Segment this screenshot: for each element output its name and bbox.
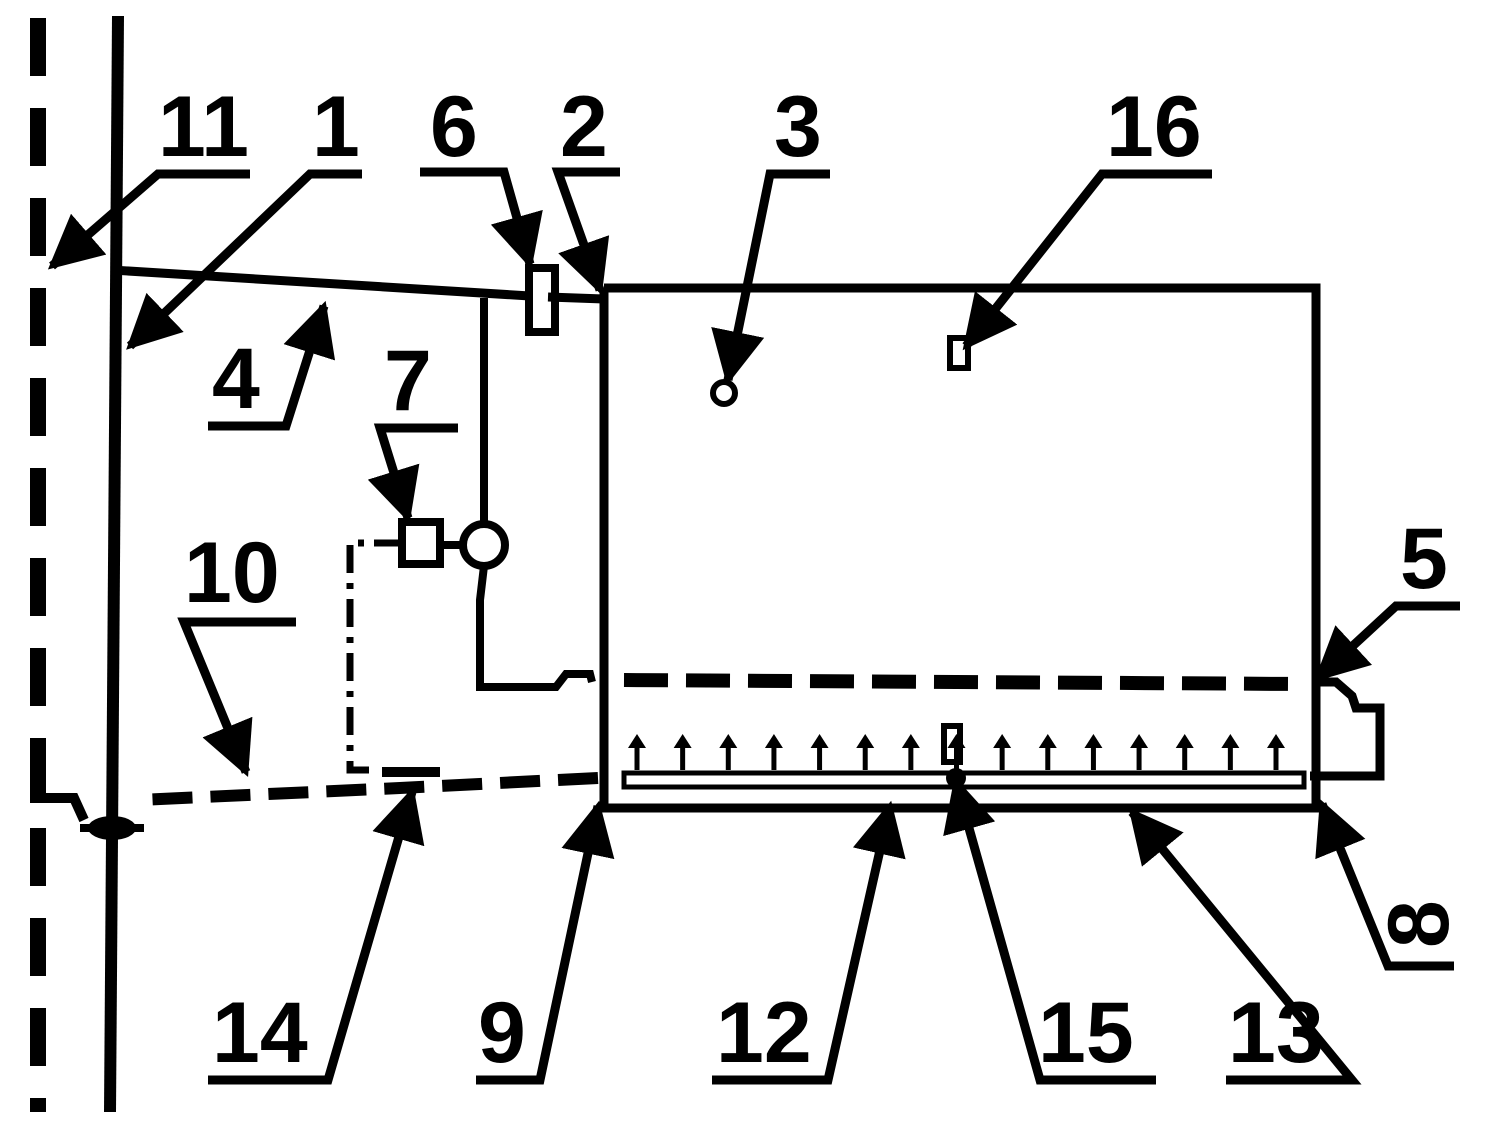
step-outline-5 xyxy=(1310,677,1385,781)
label-16: 16 xyxy=(1106,79,1202,175)
label-11: 11 xyxy=(158,79,249,175)
leader-3 xyxy=(711,169,830,386)
valve-circle xyxy=(459,520,509,570)
leader-4 xyxy=(208,300,336,431)
arrow-head xyxy=(673,734,692,748)
leader-5 xyxy=(1314,601,1460,682)
label-4: 4 xyxy=(212,331,260,427)
sloped-line-4 xyxy=(111,265,531,301)
arrow-head xyxy=(856,734,875,748)
leader-16 xyxy=(962,169,1212,351)
arrow-head xyxy=(628,734,646,748)
label-9: 9 xyxy=(478,985,526,1081)
leader-15 xyxy=(943,776,1156,1085)
label-12: 12 xyxy=(716,985,812,1081)
dashdot-line xyxy=(346,539,402,774)
arrow-head xyxy=(810,734,829,748)
arrow-head xyxy=(764,734,783,748)
label-2: 2 xyxy=(560,79,608,175)
leader-9 xyxy=(476,800,615,1085)
label-6: 6 xyxy=(430,79,478,175)
sensor-16 xyxy=(947,335,971,371)
arrow-row xyxy=(628,734,1285,770)
label-8: 8 xyxy=(1371,900,1467,948)
leader-12 xyxy=(712,800,906,1085)
arrow-head xyxy=(719,734,738,748)
leader-6 xyxy=(420,167,543,270)
dashed-line-10-end xyxy=(30,793,89,823)
pipe-to-tank xyxy=(476,565,596,691)
label-1: 1 xyxy=(312,79,360,175)
dashed-line-10 xyxy=(137,772,599,806)
arrow-head xyxy=(947,734,966,748)
label-14: 14 xyxy=(212,985,308,1081)
leader-11 xyxy=(47,169,250,270)
dashed-line-5 xyxy=(623,673,1301,691)
arrow-head xyxy=(901,734,920,748)
label-3: 3 xyxy=(774,79,822,175)
leader-8 xyxy=(1315,798,1454,971)
arrow-head xyxy=(1038,734,1057,748)
label-13: 13 xyxy=(1228,985,1324,1081)
point-3 xyxy=(710,379,738,407)
arrow-head xyxy=(1267,734,1285,748)
label-5: 5 xyxy=(1400,511,1448,607)
leader-10 xyxy=(177,617,296,777)
leader-1 xyxy=(126,169,362,350)
arrow-head xyxy=(1130,734,1149,748)
vertical-pole-1 xyxy=(104,15,124,1113)
label-7: 7 xyxy=(384,333,432,429)
label-10: 10 xyxy=(184,525,280,621)
arrow-head xyxy=(1221,734,1240,748)
leader-2 xyxy=(551,167,620,296)
arrow-head xyxy=(993,734,1012,748)
leader-7 xyxy=(367,423,458,524)
arrow-head xyxy=(1084,734,1103,748)
label-15: 15 xyxy=(1038,985,1134,1081)
leader-13 xyxy=(1128,807,1362,1085)
box-7 xyxy=(398,518,444,568)
arrow-head xyxy=(1175,734,1194,748)
box-6 xyxy=(525,264,559,336)
leader-14 xyxy=(208,786,425,1085)
